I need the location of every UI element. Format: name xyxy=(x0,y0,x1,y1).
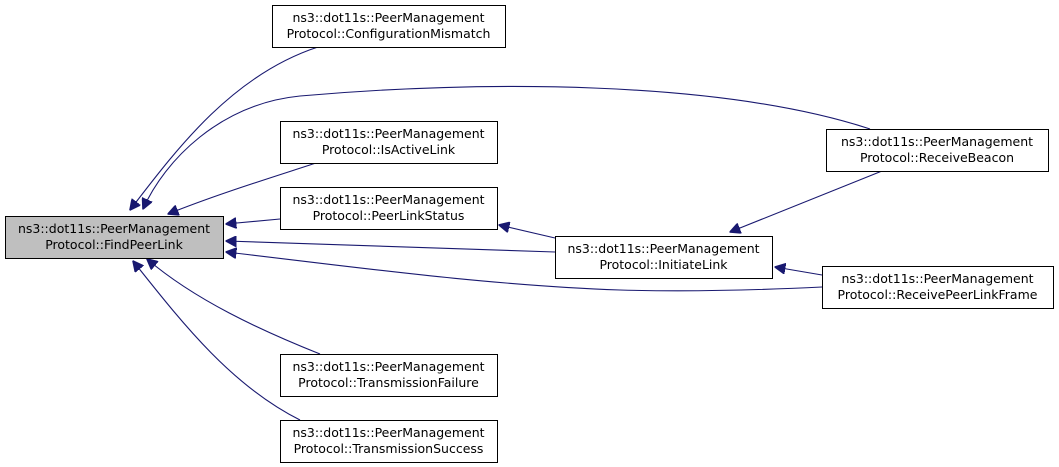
node-isactive[interactable]: ns3::dot11s::PeerManagementProtocol::IsA… xyxy=(280,121,498,164)
edge-status-to-find xyxy=(226,219,281,224)
node-initiate[interactable]: ns3::dot11s::PeerManagementProtocol::Ini… xyxy=(555,236,773,279)
edge-beacon-to-initiate xyxy=(730,170,883,232)
node-label-line: ns3::dot11s::PeerManagement xyxy=(292,425,484,440)
node-box[interactable] xyxy=(272,5,506,48)
node-peerframe[interactable]: ns3::dot11s::PeerManagementProtocol::Rec… xyxy=(822,266,1054,309)
node-txsuccess[interactable]: ns3::dot11s::PeerManagementProtocol::Tra… xyxy=(280,420,498,463)
node-label-line: Protocol::IsActiveLink xyxy=(322,142,456,157)
node-txfail[interactable]: ns3::dot11s::PeerManagementProtocol::Tra… xyxy=(280,354,498,397)
node-label-line: ns3::dot11s::PeerManagement xyxy=(292,192,484,207)
node-box[interactable] xyxy=(822,266,1054,309)
node-label-line: ns3::dot11s::PeerManagement xyxy=(567,241,759,256)
node-box[interactable] xyxy=(280,354,498,397)
edge-config-to-find xyxy=(130,46,319,210)
node-status[interactable]: ns3::dot11s::PeerManagementProtocol::Pee… xyxy=(280,187,498,230)
node-label-line: ns3::dot11s::PeerManagement xyxy=(841,134,1033,149)
node-box[interactable] xyxy=(280,121,498,164)
node-label-line: ns3::dot11s::PeerManagement xyxy=(292,126,484,141)
node-label-line: ns3::dot11s::PeerManagement xyxy=(18,221,210,236)
node-label-line: ns3::dot11s::PeerManagement xyxy=(292,359,484,374)
edge-initiate-to-find xyxy=(226,241,556,253)
node-label-line: Protocol::ConfigurationMismatch xyxy=(287,26,491,41)
node-label-line: Protocol::ReceiveBeacon xyxy=(860,150,1014,165)
node-box[interactable] xyxy=(280,187,498,230)
node-beacon[interactable]: ns3::dot11s::PeerManagementProtocol::Rec… xyxy=(826,129,1049,172)
node-label-line: Protocol::FindPeerLink xyxy=(45,237,183,252)
node-label-line: Protocol::TransmissionSuccess xyxy=(294,441,484,456)
node-label-line: Protocol::InitiateLink xyxy=(599,257,728,272)
edge-beacon-to-find xyxy=(143,85,871,209)
edge-isactive-to-find xyxy=(168,162,317,214)
edge-peerframe-to-initiate xyxy=(775,267,823,276)
edge-initiate-to-status xyxy=(499,225,556,239)
node-label-line: ns3::dot11s::PeerManagement xyxy=(841,271,1033,286)
node-label-line: Protocol::TransmissionFailure xyxy=(298,375,479,390)
edge-peerframe-to-find xyxy=(226,252,823,292)
node-config[interactable]: ns3::dot11s::PeerManagementProtocol::Con… xyxy=(272,5,506,48)
node-label-line: Protocol::ReceivePeerLinkFrame xyxy=(838,287,1038,302)
node-box[interactable] xyxy=(826,129,1049,172)
node-box[interactable] xyxy=(5,216,224,259)
node-find[interactable]: ns3::dot11s::PeerManagementProtocol::Fin… xyxy=(5,216,224,259)
node-box[interactable] xyxy=(280,420,498,463)
node-box[interactable] xyxy=(555,236,773,279)
node-label-line: ns3::dot11s::PeerManagement xyxy=(292,10,484,25)
nodes-layer: ns3::dot11s::PeerManagementProtocol::Fin… xyxy=(5,5,1054,463)
edge-txfail-to-find xyxy=(147,259,321,355)
edge-txsuccess-to-find xyxy=(133,261,301,421)
edges-layer xyxy=(130,46,883,421)
node-label-line: Protocol::PeerLinkStatus xyxy=(313,208,465,223)
